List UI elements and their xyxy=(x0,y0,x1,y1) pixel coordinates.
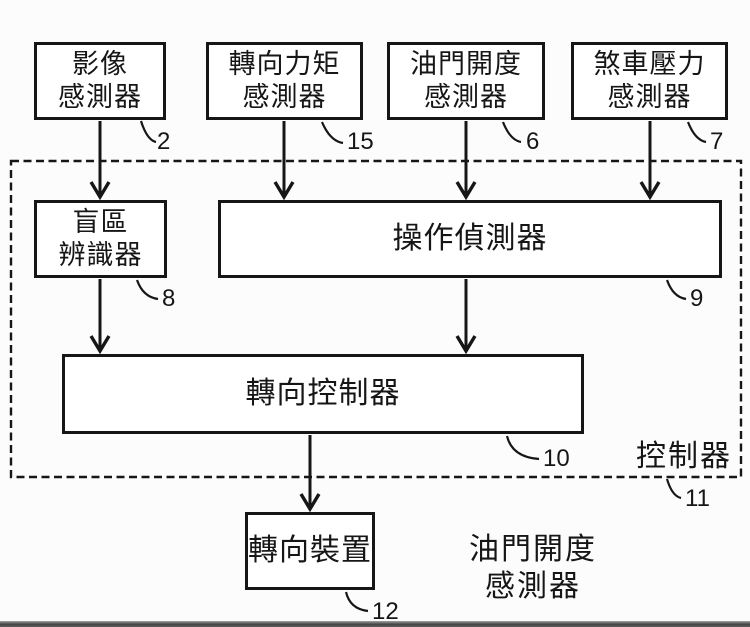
arrow-torque-to-opdetector xyxy=(273,121,295,201)
arrow-throttle-to-opdetector xyxy=(455,121,477,201)
arrow-steeringctl-to-steeringdev xyxy=(299,435,321,513)
steering-device-box: 轉向裝置 xyxy=(245,512,375,590)
steering-controller-label: 轉向控制器 xyxy=(245,377,401,410)
scan-edge-artifact xyxy=(0,621,750,627)
image-sensor-label: 影像 感測器 xyxy=(58,49,142,112)
operation-detector-label: 操作偵測器 xyxy=(392,222,548,255)
arrow-brake-to-opdetector xyxy=(639,121,661,201)
ref-label-2: 2 xyxy=(157,128,171,155)
operation-detector-box: 操作偵測器 xyxy=(218,200,722,278)
ref-label-15: 15 xyxy=(347,128,374,155)
ref-label-9: 9 xyxy=(690,285,704,312)
blind-zone-identifier-box: 盲區 辨識器 xyxy=(34,200,167,278)
leader-ref-8 xyxy=(135,279,159,301)
steering-torque-sensor-label: 轉向力矩 感測器 xyxy=(228,49,341,112)
steering-device-label: 轉向裝置 xyxy=(248,534,372,567)
leader-ref-12 xyxy=(344,591,369,613)
blind-zone-identifier-label: 盲區 辨識器 xyxy=(58,207,143,270)
steering-controller-box: 轉向控制器 xyxy=(62,354,584,434)
arrow-opdetector-to-steeringctl xyxy=(455,279,477,355)
ref-label-11: 11 xyxy=(685,485,710,512)
throttle-opening-sensor-box: 油門開度 感測器 xyxy=(387,42,545,120)
ref-label-6: 6 xyxy=(526,128,540,155)
leader-ref-10 xyxy=(505,435,540,461)
ref-label-7: 7 xyxy=(710,128,724,155)
image-sensor-box: 影像 感測器 xyxy=(34,42,166,120)
leader-ref-2 xyxy=(139,120,157,144)
throttle-opening-sensor-label: 油門開度 感測器 xyxy=(410,49,522,112)
controller-dashed-border xyxy=(9,159,743,479)
ref-label-8: 8 xyxy=(162,285,176,312)
caption-text: 油門開度 感測器 xyxy=(469,533,597,603)
leader-ref-6 xyxy=(501,121,522,144)
arrow-image-to-blindzone xyxy=(89,121,111,201)
brake-pressure-sensor-box: 煞車壓力 感測器 xyxy=(571,42,728,120)
steering-torque-sensor-box: 轉向力矩 感測器 xyxy=(206,42,363,120)
arrow-blindzone-to-steeringctl xyxy=(89,279,111,355)
ref-label-12: 12 xyxy=(372,598,399,625)
leader-ref-15 xyxy=(320,121,344,145)
leader-ref-7 xyxy=(686,121,707,144)
ref-label-10: 10 xyxy=(543,445,570,472)
leader-ref-9 xyxy=(665,279,687,301)
leader-ref-11 xyxy=(665,478,682,500)
brake-pressure-sensor-label: 煞車壓力 感測器 xyxy=(593,49,706,112)
controller-region-label: 控制器 xyxy=(636,440,732,473)
